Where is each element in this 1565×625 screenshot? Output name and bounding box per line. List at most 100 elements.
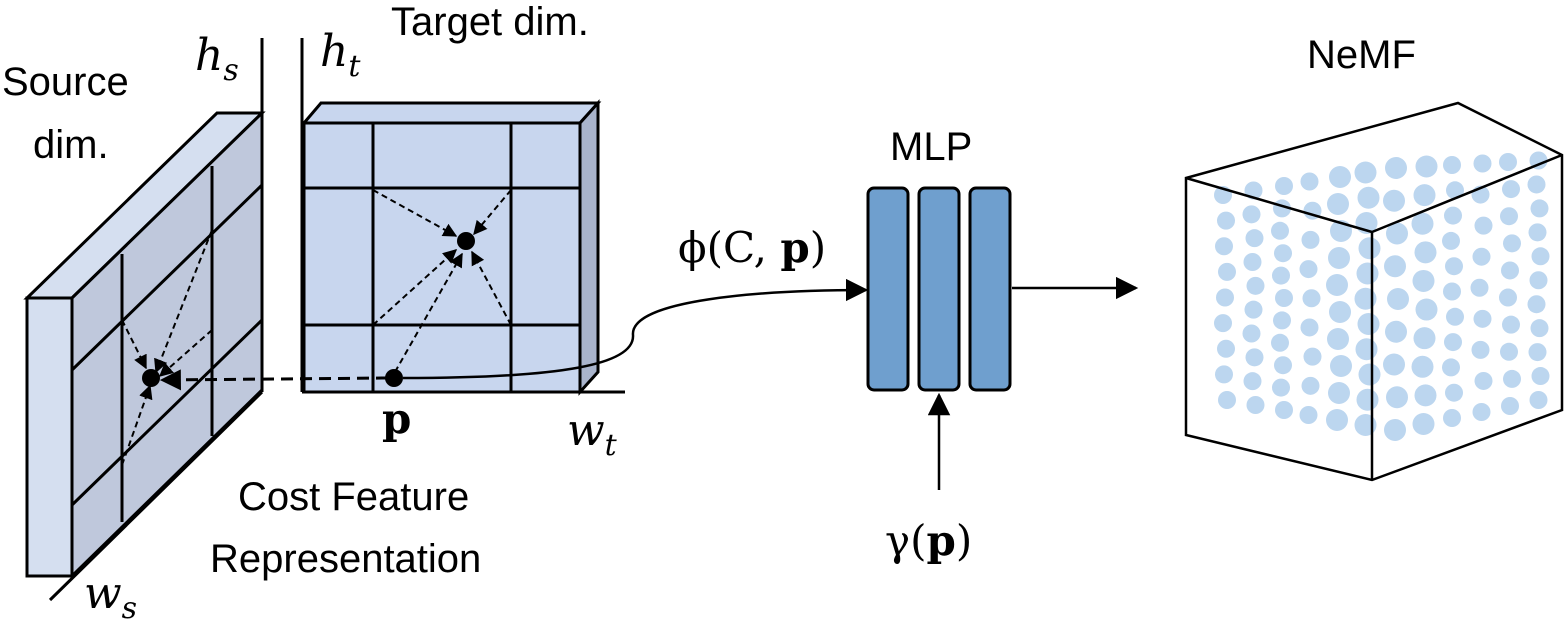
nemf-dot xyxy=(1471,340,1490,359)
cost-feature-label-line1: Cost Feature xyxy=(238,475,469,519)
nemf-dot xyxy=(1499,153,1517,171)
source-dashed-arrow xyxy=(121,384,153,466)
nemf-dot xyxy=(1275,177,1293,195)
nemf-dot xyxy=(1386,386,1408,409)
nemf-dot xyxy=(1503,369,1521,388)
nemf-dot xyxy=(1246,276,1265,295)
nemf-dot xyxy=(1274,356,1292,375)
nemf-dot xyxy=(1412,413,1435,435)
nemf-dot xyxy=(1500,207,1518,226)
nemf-dot xyxy=(1387,288,1409,310)
nemf-cube-edge xyxy=(1371,153,1563,234)
nemf-dot xyxy=(1301,376,1320,395)
mlp-layer xyxy=(968,186,1012,392)
nemf-dot xyxy=(1412,269,1435,292)
nemf-dot xyxy=(1446,307,1464,326)
nemf-dot xyxy=(1217,211,1235,230)
nemf-dot xyxy=(1413,184,1436,207)
nemf-dot xyxy=(1411,212,1434,235)
source-grid-line xyxy=(70,318,264,507)
w-s-axis xyxy=(48,390,264,602)
nemf-dot xyxy=(1502,180,1520,199)
nemf-dot xyxy=(1530,199,1549,218)
nemf-dot xyxy=(1383,189,1405,212)
nemf-dot xyxy=(1300,318,1319,337)
nemf-dot xyxy=(1442,358,1460,377)
source-dashed-arrow xyxy=(154,229,213,374)
nemf-dot xyxy=(1443,282,1461,301)
nemf-dot xyxy=(1243,372,1262,391)
nemf-dot xyxy=(1244,300,1263,319)
nemf-dot xyxy=(1529,391,1548,409)
nemf-dot xyxy=(1386,222,1408,245)
nemf-dot xyxy=(1385,320,1407,343)
nemf-dot xyxy=(1414,241,1437,264)
nemf-dot xyxy=(1499,288,1517,307)
nemf-dot xyxy=(1414,384,1437,407)
nemf-dot xyxy=(1442,231,1460,250)
nemf-dot xyxy=(1327,193,1349,215)
nemf-dot xyxy=(1502,315,1520,334)
target-panel-top xyxy=(300,101,602,125)
nemf-dot xyxy=(1218,391,1236,409)
target-dim-label: Target dim. xyxy=(391,0,589,44)
nemf-dot xyxy=(1215,237,1233,256)
nemf-dot xyxy=(1272,378,1290,397)
nemf-dot xyxy=(1330,355,1352,377)
w-s-label: ws xyxy=(84,568,137,625)
nemf-dot xyxy=(1357,313,1380,335)
nemf-dot xyxy=(1275,401,1293,419)
nemf-dot xyxy=(1329,166,1351,188)
nemf-dot xyxy=(1411,355,1434,378)
nemf-dot xyxy=(1299,260,1318,279)
phi-input-curve xyxy=(402,278,869,380)
nemf-dot xyxy=(1474,371,1493,390)
nemf-dot xyxy=(1356,388,1379,411)
nemf-dot xyxy=(1300,172,1319,191)
nemf-dot xyxy=(1383,353,1405,376)
mlp-layer xyxy=(866,186,910,392)
nemf-dot xyxy=(1245,348,1264,367)
nemf-dot xyxy=(1473,154,1492,173)
nemf-dot xyxy=(1472,403,1491,421)
nemf-dot xyxy=(1326,409,1348,431)
source-dashed-arrow xyxy=(158,329,213,377)
nemf-dot xyxy=(1384,255,1406,278)
nemf-dot xyxy=(1271,333,1289,352)
nemf-dot xyxy=(1215,365,1233,384)
p-point xyxy=(385,369,403,387)
target-panel-side xyxy=(578,99,600,396)
nemf-dot xyxy=(1329,301,1351,323)
nemf-dot xyxy=(1302,289,1321,308)
nemf-dot xyxy=(1214,314,1232,333)
nemf-dot xyxy=(1242,324,1261,343)
nemf-dot xyxy=(1444,333,1462,352)
cost-feature-label-line2: Representation xyxy=(210,537,481,581)
nemf-dot xyxy=(1415,155,1438,178)
nemf-dot xyxy=(1328,247,1350,269)
source-cost-panel xyxy=(23,109,266,580)
nemf-dot xyxy=(1529,271,1548,290)
nemf-dot xyxy=(1358,237,1381,260)
target-dashed-arrow xyxy=(372,249,458,326)
target-dashed-arrow xyxy=(471,250,512,326)
nemf-dot xyxy=(1528,223,1547,242)
nemf-dot xyxy=(1443,409,1461,427)
nemf-dot xyxy=(1328,382,1350,404)
nemf-dot xyxy=(1274,244,1292,263)
nemf-dot xyxy=(1528,343,1547,362)
mlp-block xyxy=(866,186,1012,392)
nemf-dot xyxy=(1500,342,1518,361)
nemf-dot xyxy=(1530,319,1549,338)
mlp-layer xyxy=(917,186,961,392)
nemf-dot xyxy=(1531,367,1550,386)
source-dashed-arrow xyxy=(121,319,147,370)
nemf-dot xyxy=(1473,309,1492,328)
nemf-dot xyxy=(1527,295,1546,314)
nemf-cube-edge xyxy=(1185,176,1373,234)
nemf-dot xyxy=(1243,253,1262,271)
source-dim-label-line1: Source xyxy=(2,60,129,104)
nemf-dot xyxy=(1271,221,1289,240)
nemf-label: NeMF xyxy=(1307,33,1416,77)
